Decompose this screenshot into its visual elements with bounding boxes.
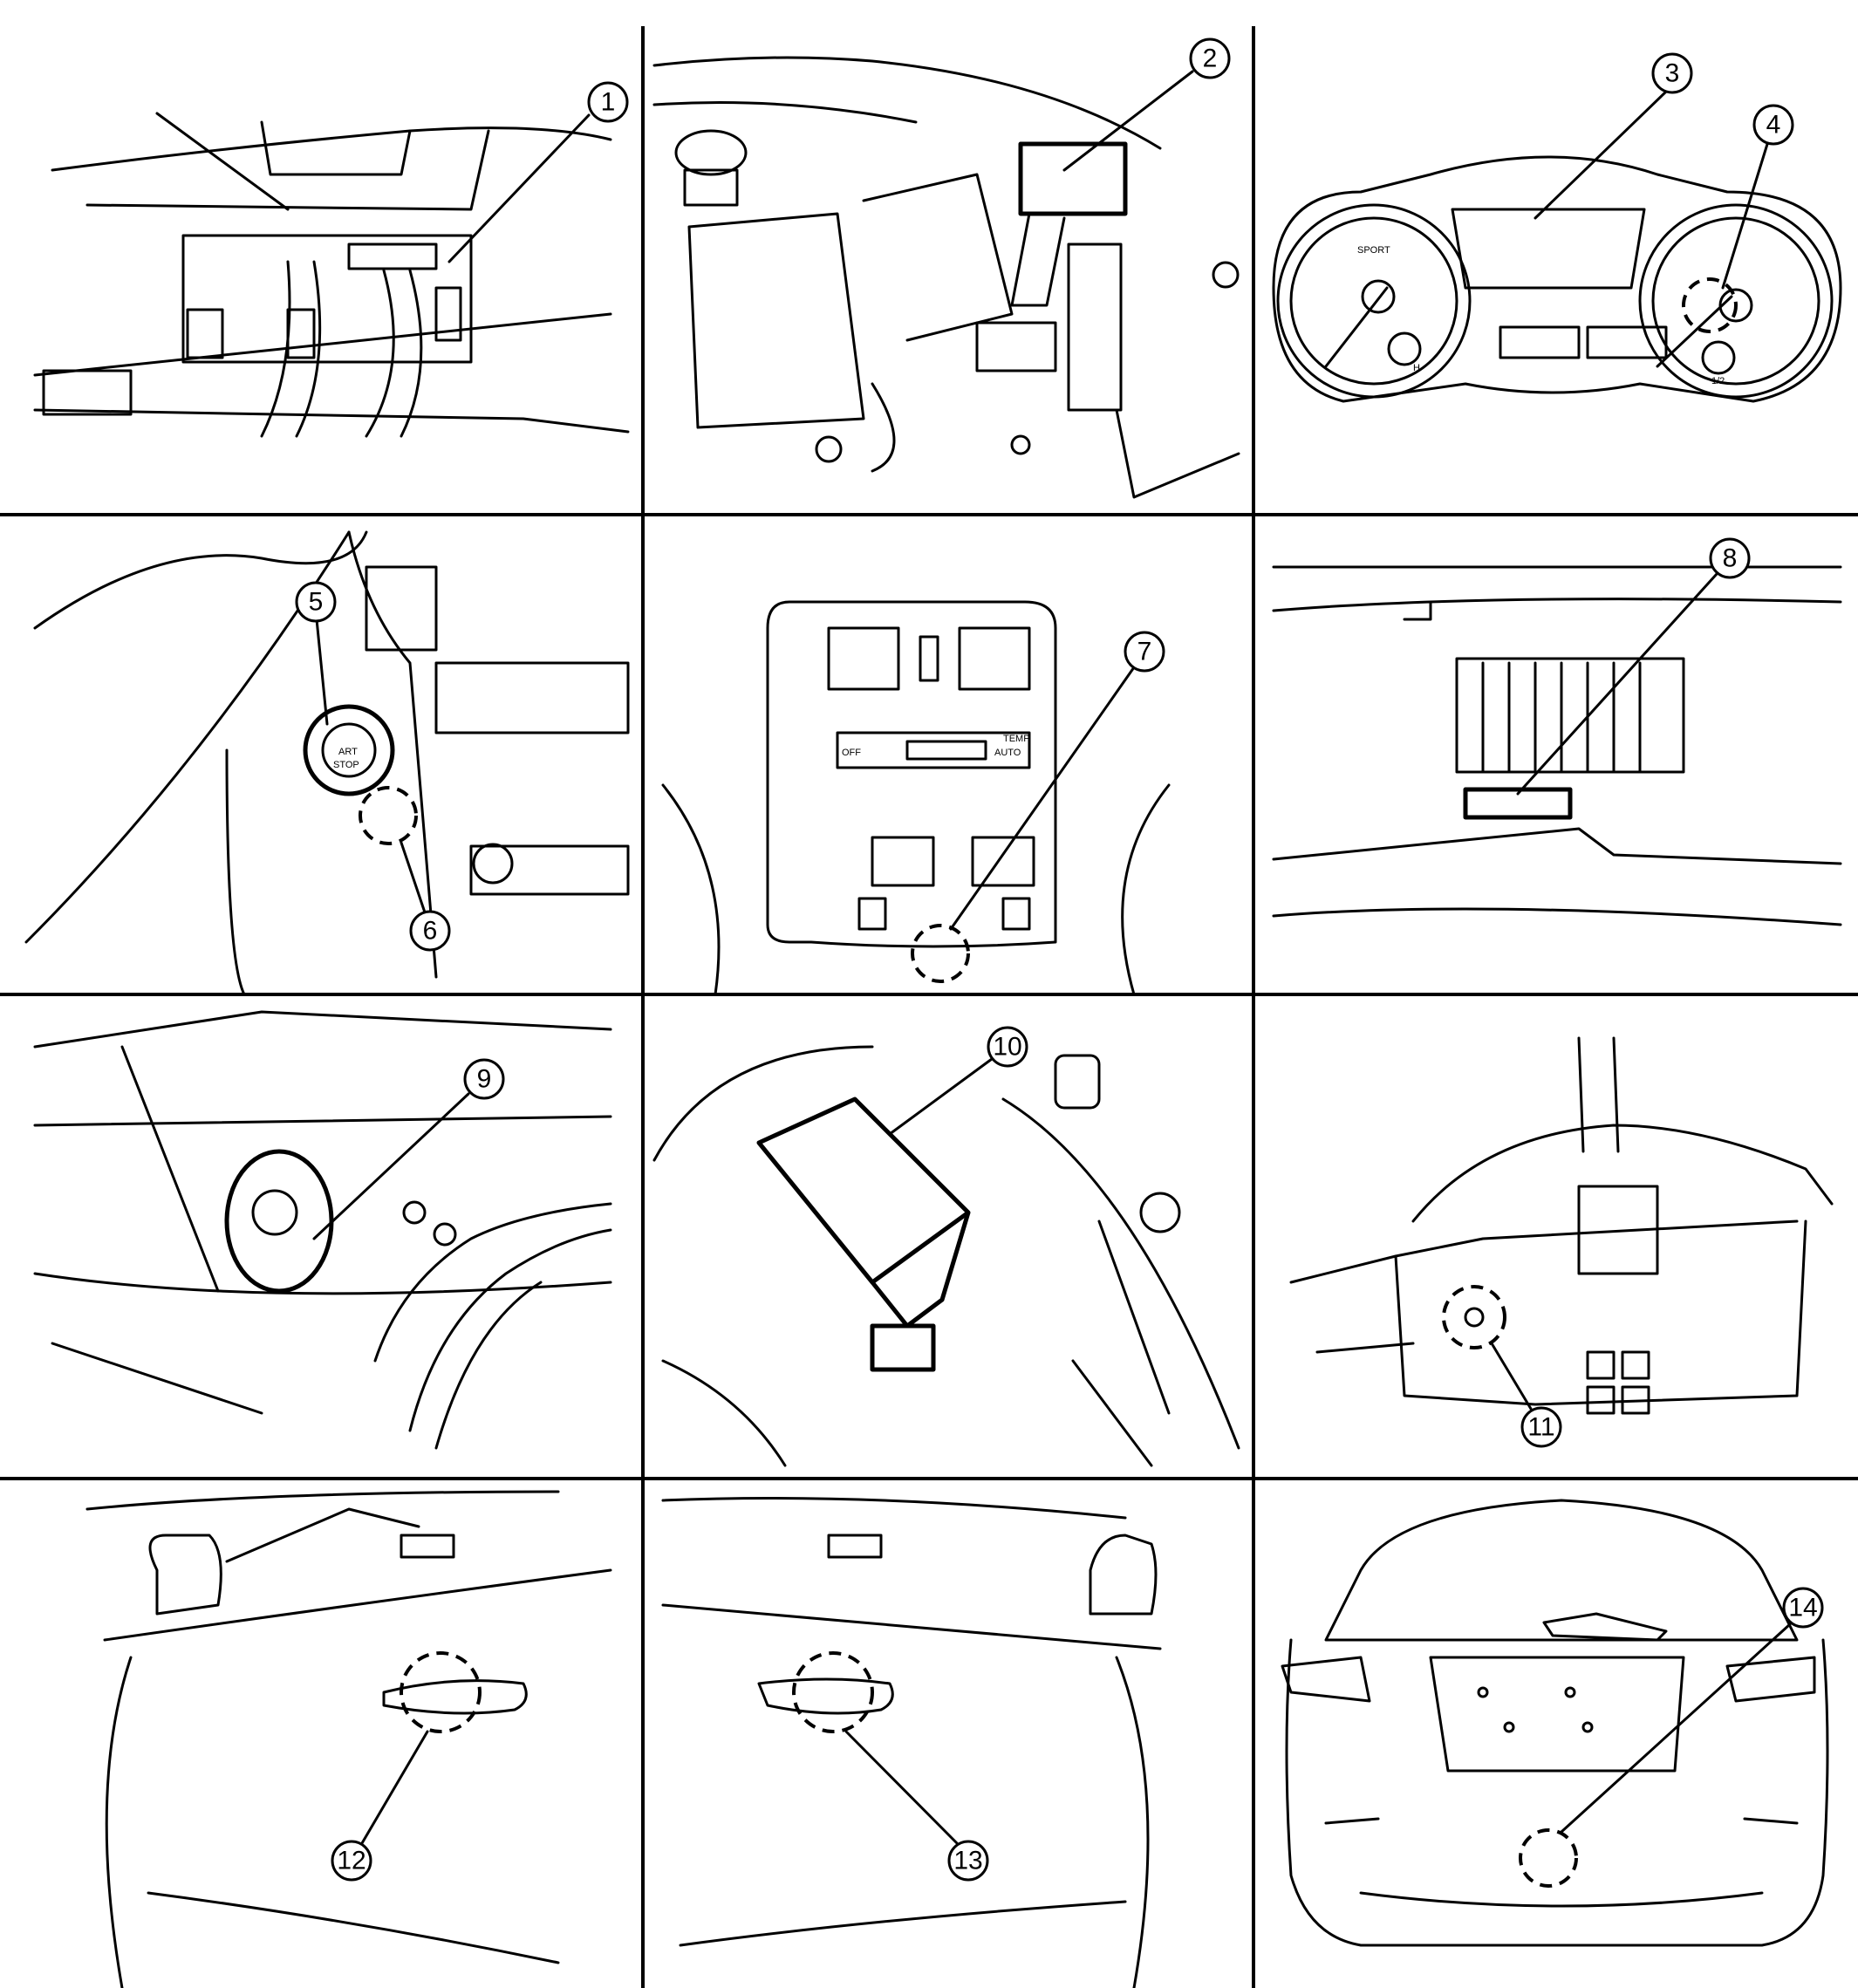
switch-body	[756, 1096, 971, 1285]
svg-text:10: 10	[993, 1033, 1021, 1062]
svg-text:1: 1	[601, 88, 616, 117]
svg-text:13: 13	[953, 1847, 982, 1875]
callout-10: 10	[987, 1026, 1028, 1068]
callout-4: 4	[1752, 104, 1794, 146]
relay-box-2	[1018, 141, 1128, 216]
svg-text:8: 8	[1723, 544, 1738, 573]
svg-text:12: 12	[337, 1847, 365, 1875]
meter-display	[1451, 208, 1646, 290]
svg-text:4: 4	[1766, 111, 1781, 140]
panel-10-switch-closeup	[652, 1045, 1240, 1467]
callout-2: 2	[1189, 38, 1231, 79]
callout-1: 1	[587, 81, 629, 123]
callout-13: 13	[947, 1840, 989, 1882]
underfloor-unit-body	[1455, 657, 1685, 774]
location-12-marker	[400, 1651, 482, 1733]
connector-8	[1463, 787, 1573, 820]
panel-1-under-dash-unit	[33, 112, 630, 438]
door-handle-12	[382, 1679, 528, 1715]
svg-text:9: 9	[477, 1065, 492, 1094]
callouts: 1 2 3 4 5 6 7 8 9 10 11 12 13 14	[295, 38, 1824, 1882]
callout-9: 9	[463, 1058, 505, 1100]
rear-auto-label: AUTO	[994, 748, 1021, 758]
panel-3-combination-meter: SPORT H 1/2	[1272, 90, 1842, 403]
svg-text:5: 5	[309, 588, 324, 617]
svg-text:6: 6	[423, 917, 438, 946]
callout-11: 11	[1520, 1406, 1562, 1448]
panel-11-shifter	[1289, 1036, 1834, 1415]
start-stop-button	[303, 704, 395, 796]
callout-14: 14	[1782, 1587, 1824, 1629]
door-handle-13	[757, 1677, 894, 1715]
meter-indicator-marker	[1682, 277, 1738, 333]
panel-12-door-handle-left	[85, 1490, 612, 1988]
svg-text:3: 3	[1665, 59, 1680, 88]
callout-8: 8	[1709, 537, 1751, 579]
meter-half-label: 1/2	[1711, 376, 1725, 386]
svg-text:2: 2	[1203, 44, 1218, 73]
location-14-marker	[1519, 1828, 1578, 1888]
start-stop-label-2: STOP	[333, 760, 359, 770]
panel-2-engine-room	[652, 56, 1240, 499]
control-unit-body	[181, 234, 473, 364]
svg-text:7: 7	[1137, 638, 1152, 666]
rear-off-label: OFF	[842, 748, 861, 758]
callout-12: 12	[331, 1840, 372, 1882]
panel-7-rear-console: OFF AUTO TEMP	[661, 600, 1171, 996]
rear-temp-label: TEMP	[1003, 734, 1030, 744]
svg-text:14: 14	[1788, 1594, 1817, 1623]
location-6-marker	[359, 786, 418, 845]
start-stop-label-1: ART	[338, 747, 358, 757]
callout-6: 6	[409, 910, 451, 952]
meter-h-label: H	[1413, 363, 1420, 373]
panel-grid	[0, 26, 1858, 1988]
horn-body	[224, 1149, 334, 1294]
panel-14-rear-view	[1281, 1499, 1829, 1947]
panel-9-horn	[33, 1010, 612, 1450]
callout-7: 7	[1124, 631, 1165, 673]
panel-13-door-handle-right	[661, 1497, 1162, 1988]
meter-sport-label: SPORT	[1357, 245, 1390, 256]
panel-8-underfloor-unit	[1272, 565, 1842, 926]
location-11-marker	[1442, 1285, 1506, 1349]
location-13-marker	[792, 1651, 874, 1733]
callout-5: 5	[295, 581, 337, 623]
svg-text:11: 11	[1527, 1413, 1554, 1442]
location-7-marker	[911, 924, 970, 983]
callout-3: 3	[1651, 52, 1693, 94]
